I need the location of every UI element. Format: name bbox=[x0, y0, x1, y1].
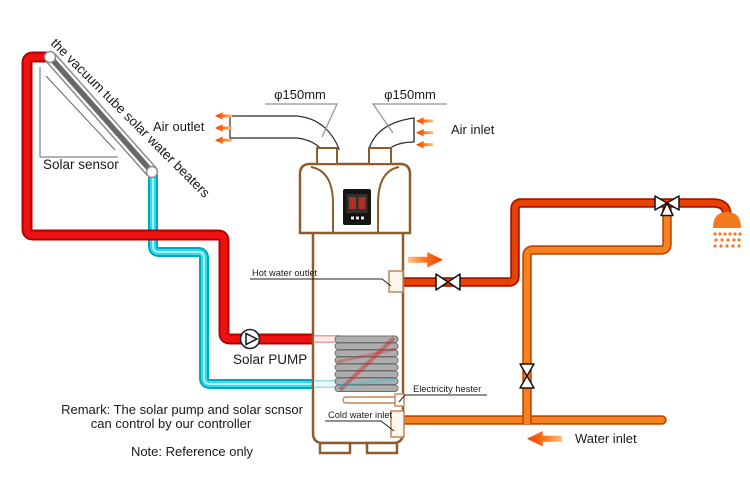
air-outlet-duct bbox=[229, 115, 340, 150]
hot-water-outlet-label: Hot water outlet bbox=[252, 268, 318, 278]
remark-line1: Remark: The solar pump and solar scnsor bbox=[61, 402, 303, 417]
shower-head-icon bbox=[713, 212, 742, 248]
electric-heater-element bbox=[342, 393, 405, 407]
solar-return-pipe bbox=[148, 174, 316, 389]
duct-stubs bbox=[316, 147, 392, 165]
cold-water-valve-icon bbox=[519, 363, 535, 389]
tank-feet bbox=[318, 441, 399, 455]
cold-water-pipe bbox=[395, 207, 672, 425]
heat-exchanger-coil bbox=[334, 335, 399, 392]
solar-pump-label: Solar PUMP bbox=[233, 352, 307, 367]
remark-line2: can control by our controller bbox=[91, 416, 252, 431]
solar-pump-icon bbox=[239, 328, 261, 350]
water-tank bbox=[298, 147, 412, 455]
controller-panel bbox=[343, 189, 371, 225]
solar-collector bbox=[43, 50, 159, 179]
duct-diameter-right-label: φ150mm bbox=[384, 87, 436, 102]
hot-water-valve-icon bbox=[435, 273, 461, 291]
label-leader-lines bbox=[250, 278, 487, 432]
water-inlet-flow-arrow bbox=[527, 431, 562, 447]
tank-head-recess bbox=[310, 166, 400, 232]
duct-diameter-left-label: φ150mm bbox=[274, 87, 326, 102]
solar-sensor-label: Solar sensor bbox=[43, 157, 119, 172]
hot-water-outlet-connector bbox=[388, 270, 404, 293]
water-inlet-label: Water inlet bbox=[575, 431, 637, 446]
air-inlet-arrows bbox=[416, 117, 434, 149]
air-outlet-label: Air outlet bbox=[153, 119, 205, 134]
hot-water-pipe bbox=[400, 198, 732, 287]
air-outlet-arrows bbox=[215, 112, 233, 144]
cold-water-inlet-connector bbox=[390, 410, 405, 438]
hot-water-flow-arrow bbox=[408, 252, 443, 268]
shower-droplets bbox=[713, 232, 742, 248]
electricity-heater-label: Electricity hester bbox=[413, 384, 481, 394]
collector-stand bbox=[39, 67, 118, 158]
solar-hot-pipe bbox=[21, 51, 316, 345]
note-label: Note: Reference only bbox=[131, 444, 254, 459]
air-inlet-duct bbox=[368, 117, 415, 150]
cold-water-inlet-label: Cold water inlet bbox=[328, 410, 392, 420]
three-way-mixing-valve-icon bbox=[654, 195, 680, 217]
air-inlet-label: Air inlet bbox=[451, 122, 495, 137]
duct-diameter-leader-lines bbox=[265, 103, 447, 138]
